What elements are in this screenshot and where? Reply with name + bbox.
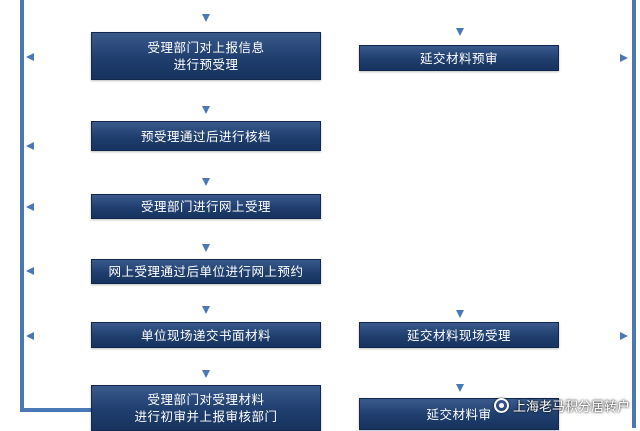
step-preliminary-acceptance: 受理部门对上报信息 进行预受理 (91, 32, 321, 80)
step-initial-review: 受理部门对受理材料 进行初审并上报审核部门 (91, 385, 321, 431)
step-file-verification: 预受理通过后进行核档 (91, 121, 321, 151)
step-submit-paper-materials: 单位现场递交书面材料 (91, 322, 321, 348)
watermark-logo-icon (493, 398, 509, 413)
watermark: 上海老马积分居转户 (493, 396, 630, 415)
step-deferred-pre-review: 延交材料预审 (359, 45, 559, 71)
step-online-appointment: 网上受理通过后单位进行网上预约 (91, 259, 321, 284)
step-online-acceptance: 受理部门进行网上受理 (91, 194, 321, 219)
watermark-text: 上海老马积分居转户 (512, 400, 630, 415)
step-deferred-onsite-acceptance: 延交材料现场受理 (359, 322, 559, 348)
